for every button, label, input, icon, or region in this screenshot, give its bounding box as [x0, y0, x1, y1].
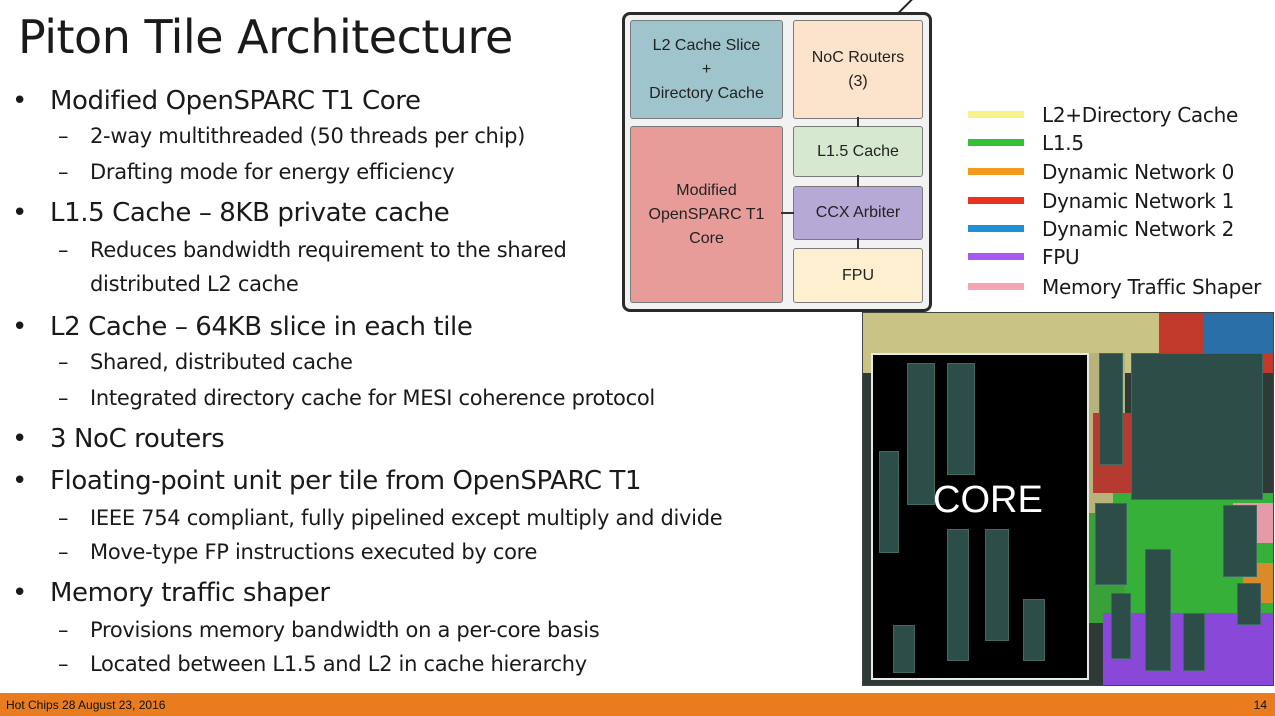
legend-label: Dynamic Network 2	[1042, 217, 1235, 241]
bullet-text: Floating-point unit per tile from OpenSP…	[50, 466, 642, 496]
bullet-dot: •	[12, 424, 27, 454]
legend-swatch	[968, 283, 1024, 290]
fpu-block: FPU	[793, 248, 923, 303]
dash: –	[58, 540, 69, 564]
sub-bullet: –Reduces bandwidth requirement to the sh…	[58, 238, 567, 262]
legend-label: Memory Traffic Shaper	[1042, 275, 1261, 299]
legend-swatch	[968, 168, 1024, 175]
core-macro	[907, 363, 935, 505]
macro	[1095, 503, 1127, 585]
slide-title: Piton Tile Architecture	[18, 10, 513, 64]
legend-swatch	[968, 253, 1024, 260]
l15-cache-block: L1.5 Cache	[793, 126, 923, 177]
bullet-dot: •	[12, 466, 27, 496]
legend-swatch	[968, 139, 1024, 146]
bullet-text: Memory traffic shaper	[50, 578, 330, 608]
bullet-dot: •	[12, 312, 27, 342]
sub-bullet: –2-way multithreaded (50 threads per chi…	[58, 124, 525, 148]
dash: –	[58, 386, 69, 410]
macro	[1223, 505, 1257, 577]
sub-bullet-text: 2-way multithreaded (50 threads per chip…	[90, 124, 526, 148]
core-macro	[879, 451, 899, 553]
sub-bullet-text: Located between L1.5 and L2 in cache hie…	[90, 652, 587, 676]
page-number: 14	[1253, 698, 1267, 712]
macro	[1145, 549, 1171, 671]
l2-macro	[1131, 353, 1263, 500]
core-macro	[985, 529, 1009, 641]
sub-bullet-text: Integrated directory cache for MESI cohe…	[90, 386, 655, 410]
core-macro	[1023, 599, 1045, 661]
bullet-item: • L1.5 Cache – 8KB private cache	[12, 198, 450, 228]
bullet-item: • Modified OpenSPARC T1 Core	[12, 86, 421, 116]
bullet-text: 3 NoC routers	[50, 424, 225, 454]
sub-bullet: –IEEE 754 compliant, fully pipelined exc…	[58, 506, 723, 530]
bullet-item: • Memory traffic shaper	[12, 578, 330, 608]
connector	[857, 238, 859, 249]
core-region: CORE	[871, 353, 1089, 680]
dash: –	[58, 618, 69, 642]
core-macro	[893, 625, 915, 673]
sub-bullet-text: Drafting mode for energy efficiency	[90, 160, 455, 184]
footer-text: Hot Chips 28 August 23, 2016	[6, 698, 166, 712]
sub-bullet: –Provisions memory bandwidth on a per-co…	[58, 618, 600, 642]
die-photo: CORE	[862, 312, 1274, 686]
bullet-text: L2 Cache – 64KB slice in each tile	[50, 312, 473, 342]
bullet-text: Modified OpenSPARC T1 Core	[50, 86, 421, 116]
sub-bullet-text: Shared, distributed cache	[90, 350, 353, 374]
macro	[1237, 583, 1261, 625]
bullet-item: • L2 Cache – 64KB slice in each tile	[12, 312, 473, 342]
bullet-item: • 3 NoC routers	[12, 424, 225, 454]
sub-bullet-text: Provisions memory bandwidth on a per-cor…	[90, 618, 600, 642]
macro	[1111, 593, 1131, 659]
bullet-text: L1.5 Cache – 8KB private cache	[50, 198, 450, 228]
footer-bar: Hot Chips 28 August 23, 2016 14	[0, 693, 1275, 716]
sub-bullet: –Move-type FP instructions executed by c…	[58, 540, 537, 564]
sub-bullet-continuation: distributed L2 cache	[90, 272, 299, 296]
sub-bullet-text: Reduces bandwidth requirement to the sha…	[90, 238, 567, 262]
macro	[1183, 613, 1205, 671]
sub-bullet: –Drafting mode for energy efficiency	[58, 160, 455, 184]
legend-label: L2+Directory Cache	[1042, 103, 1238, 127]
noc-routers-block: NoC Routers (3)	[793, 20, 923, 119]
bullet-dot: •	[12, 198, 27, 228]
sub-bullet: –Shared, distributed cache	[58, 350, 353, 374]
network2-region	[1203, 313, 1273, 353]
legend-label: L1.5	[1042, 131, 1084, 155]
tile-diagram: L2 Cache Slice + Directory Cache NoC Rou…	[622, 12, 932, 312]
dash: –	[58, 506, 69, 530]
legend-label: FPU	[1042, 245, 1080, 269]
dash: –	[58, 350, 69, 374]
dash: –	[58, 652, 69, 676]
legend-swatch	[968, 225, 1024, 232]
connector	[857, 117, 859, 127]
core-macro	[947, 529, 969, 661]
sub-bullet-text: Move-type FP instructions executed by co…	[90, 540, 538, 564]
legend-label: Dynamic Network 0	[1042, 160, 1235, 184]
core-label: CORE	[933, 479, 1043, 521]
bullet-dot: •	[12, 578, 27, 608]
bullet-dot: •	[12, 86, 27, 116]
l2-cache-block: L2 Cache Slice + Directory Cache	[630, 20, 783, 119]
dash: –	[58, 124, 69, 148]
legend-label: Dynamic Network 1	[1042, 189, 1235, 213]
connector	[857, 175, 859, 187]
connector	[781, 212, 794, 214]
core-block: Modified OpenSPARC T1 Core	[630, 126, 783, 303]
dash: –	[58, 160, 69, 184]
dash: –	[58, 238, 69, 262]
sub-bullet: –Located between L1.5 and L2 in cache hi…	[58, 652, 587, 676]
macro	[1099, 353, 1123, 465]
sub-bullet: –Integrated directory cache for MESI coh…	[58, 386, 655, 410]
legend-swatch	[968, 111, 1024, 118]
bullet-item: • Floating-point unit per tile from OpenS…	[12, 466, 642, 496]
legend-swatch	[968, 197, 1024, 204]
core-macro	[947, 363, 975, 475]
ccx-arbiter-block: CCX Arbiter	[793, 186, 923, 240]
sub-bullet-text: IEEE 754 compliant, fully pipelined exce…	[90, 506, 723, 530]
